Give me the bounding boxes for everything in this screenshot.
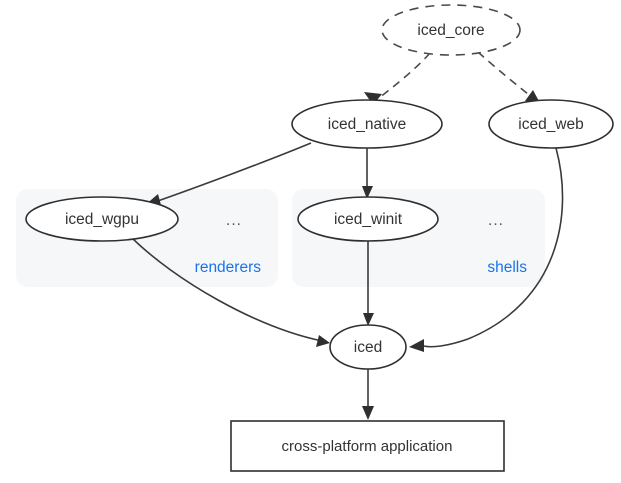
edge-web-to-iced — [467, 147, 564, 340]
renderers-more-ellipsis: ... — [226, 212, 242, 229]
edge-core-to-web — [477, 51, 538, 102]
iced-core-ellipse[interactable] — [381, 4, 521, 56]
cluster-label-shells: shells — [487, 259, 527, 276]
node-iced[interactable]: iced — [329, 324, 407, 370]
node-iced-core[interactable]: iced_core — [381, 4, 521, 56]
arrowhead-wgpu-to-iced — [316, 335, 330, 347]
node-iced-wgpu[interactable]: iced_wgpu — [25, 196, 179, 242]
node-iced-winit[interactable]: iced_winit — [297, 196, 439, 242]
edges-group — [131, 51, 564, 420]
node-iced-native[interactable]: iced_native — [291, 99, 443, 149]
iced-ellipse[interactable] — [329, 324, 407, 370]
cluster-label-renderers: renderers — [195, 259, 262, 276]
edge-core-to-native — [374, 52, 431, 102]
shells-more-ellipsis: ... — [488, 212, 504, 229]
node-cross-platform-application[interactable]: cross-platform application — [230, 420, 505, 472]
iced-winit-ellipse[interactable] — [297, 196, 439, 242]
arrowhead-core-to-native — [364, 92, 382, 105]
iced-web-ellipse[interactable] — [488, 99, 614, 149]
node-iced-web[interactable]: iced_web — [488, 99, 614, 149]
application-rect[interactable] — [230, 420, 505, 472]
edge-web-to-iced-tail — [423, 338, 469, 348]
arrowhead-web-to-iced — [409, 339, 424, 352]
arrowhead-iced-to-app — [362, 406, 374, 420]
edge-wgpu-to-iced — [131, 237, 323, 342]
iced-native-ellipse[interactable] — [291, 99, 443, 149]
arrowhead-winit-to-iced — [363, 313, 374, 326]
edge-native-to-wgpu — [151, 142, 312, 204]
arrowhead-native-to-winit — [362, 186, 373, 199]
iced-wgpu-ellipse[interactable] — [25, 196, 179, 242]
